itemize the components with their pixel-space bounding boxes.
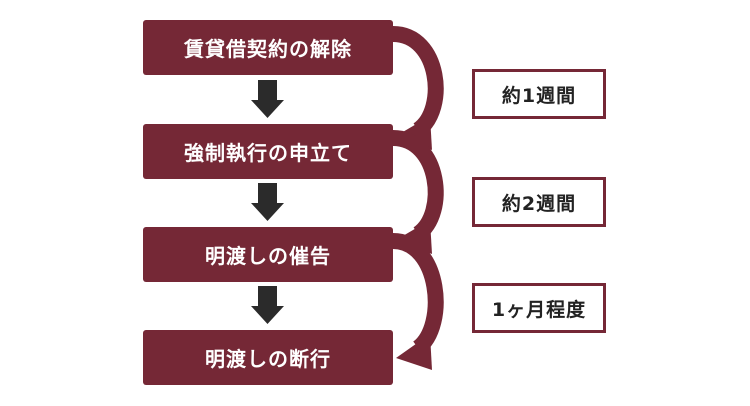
duration-label: 約1週間 — [501, 84, 577, 107]
duration-box-3: 1ヶ月程度 — [472, 283, 606, 333]
duration-box-1: 約1週間 — [472, 69, 606, 119]
duration-label: 約2週間 — [501, 192, 577, 215]
step-box-contract-termination: 賃貸借契約の解除 — [143, 20, 393, 75]
step-label: 強制執行の申立て — [184, 141, 352, 165]
down-arrow-2 — [251, 183, 284, 221]
down-arrow-1 — [251, 80, 284, 118]
step-label: 明渡しの断行 — [205, 347, 331, 371]
down-arrow-3 — [251, 286, 284, 324]
step-label: 明渡しの催告 — [205, 244, 331, 268]
duration-box-2: 約2週間 — [472, 177, 606, 227]
duration-label: 1ヶ月程度 — [491, 298, 587, 321]
step-label: 賃貸借契約の解除 — [184, 37, 352, 61]
step-box-forced-eviction: 明渡しの断行 — [143, 330, 393, 385]
step-box-enforcement-petition: 強制執行の申立て — [143, 124, 393, 179]
step-box-vacate-notice: 明渡しの催告 — [143, 227, 393, 282]
curved-arrow-3 — [392, 233, 444, 370]
